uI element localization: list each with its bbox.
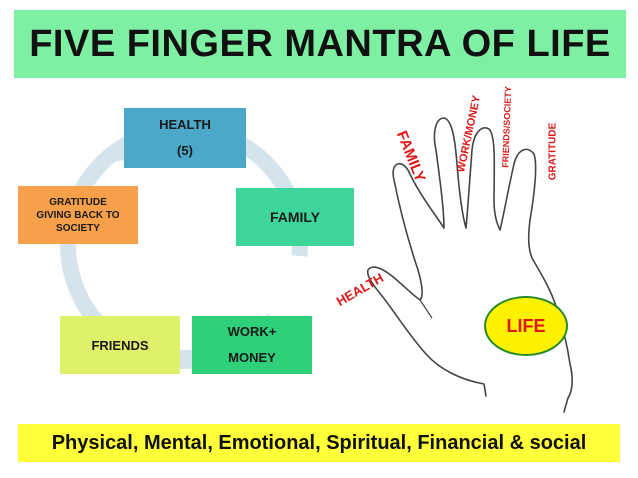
health-label: HEALTH [159, 117, 211, 132]
family-label: FAMILY [269, 209, 321, 225]
hand-label-gratitude: GRATITUDE [547, 122, 559, 181]
page-title: FIVE FINGER MANTRA OF LIFE [29, 22, 611, 65]
society-label: SOCIETY [56, 222, 100, 234]
work-label: WORK+ [227, 324, 277, 339]
giving-back-label: GIVING BACK TO [36, 209, 120, 221]
title-banner: FIVE FINGER MANTRA OF LIFE [14, 10, 626, 78]
cycle-box-family: FAMILY [236, 188, 354, 246]
cycle-box-work: WORK+ MONEY [192, 316, 312, 374]
money-label: MONEY [228, 350, 276, 365]
health-count: (5) [177, 143, 193, 158]
cycle-box-health: HEALTH (5) [124, 108, 246, 168]
cycle-box-friends: FRIENDS [60, 316, 180, 374]
gratitude-label: GRATITUDE [49, 196, 107, 208]
footer-text: Physical, Mental, Emotional, Spiritual, … [51, 431, 587, 454]
life-circle: LIFE [484, 296, 568, 356]
footer-banner: Physical, Mental, Emotional, Spiritual, … [18, 424, 620, 462]
cycle-box-gratitude: GRATITUDE GIVING BACK TO SOCIETY [18, 186, 138, 244]
life-label: LIFE [506, 315, 546, 336]
friends-label: FRIENDS [91, 337, 149, 353]
